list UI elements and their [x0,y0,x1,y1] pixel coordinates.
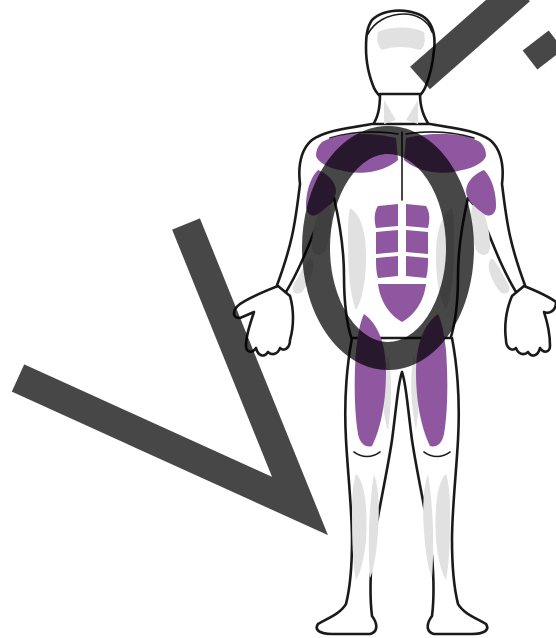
neck [372,94,430,126]
right-hand [505,286,556,355]
watermark-letter-v [18,224,300,506]
abs-row-3-left [376,256,398,278]
abs-row-2-right [406,230,428,254]
legs [317,338,487,634]
abs-row-2-left [376,230,398,254]
watermark-letter-extra [530,40,556,60]
body-outline [234,11,556,634]
abs-row-1-right [406,204,429,228]
abs-row-1-left [375,204,398,228]
face-shading [377,28,425,51]
abs-row-3-right [406,256,428,278]
